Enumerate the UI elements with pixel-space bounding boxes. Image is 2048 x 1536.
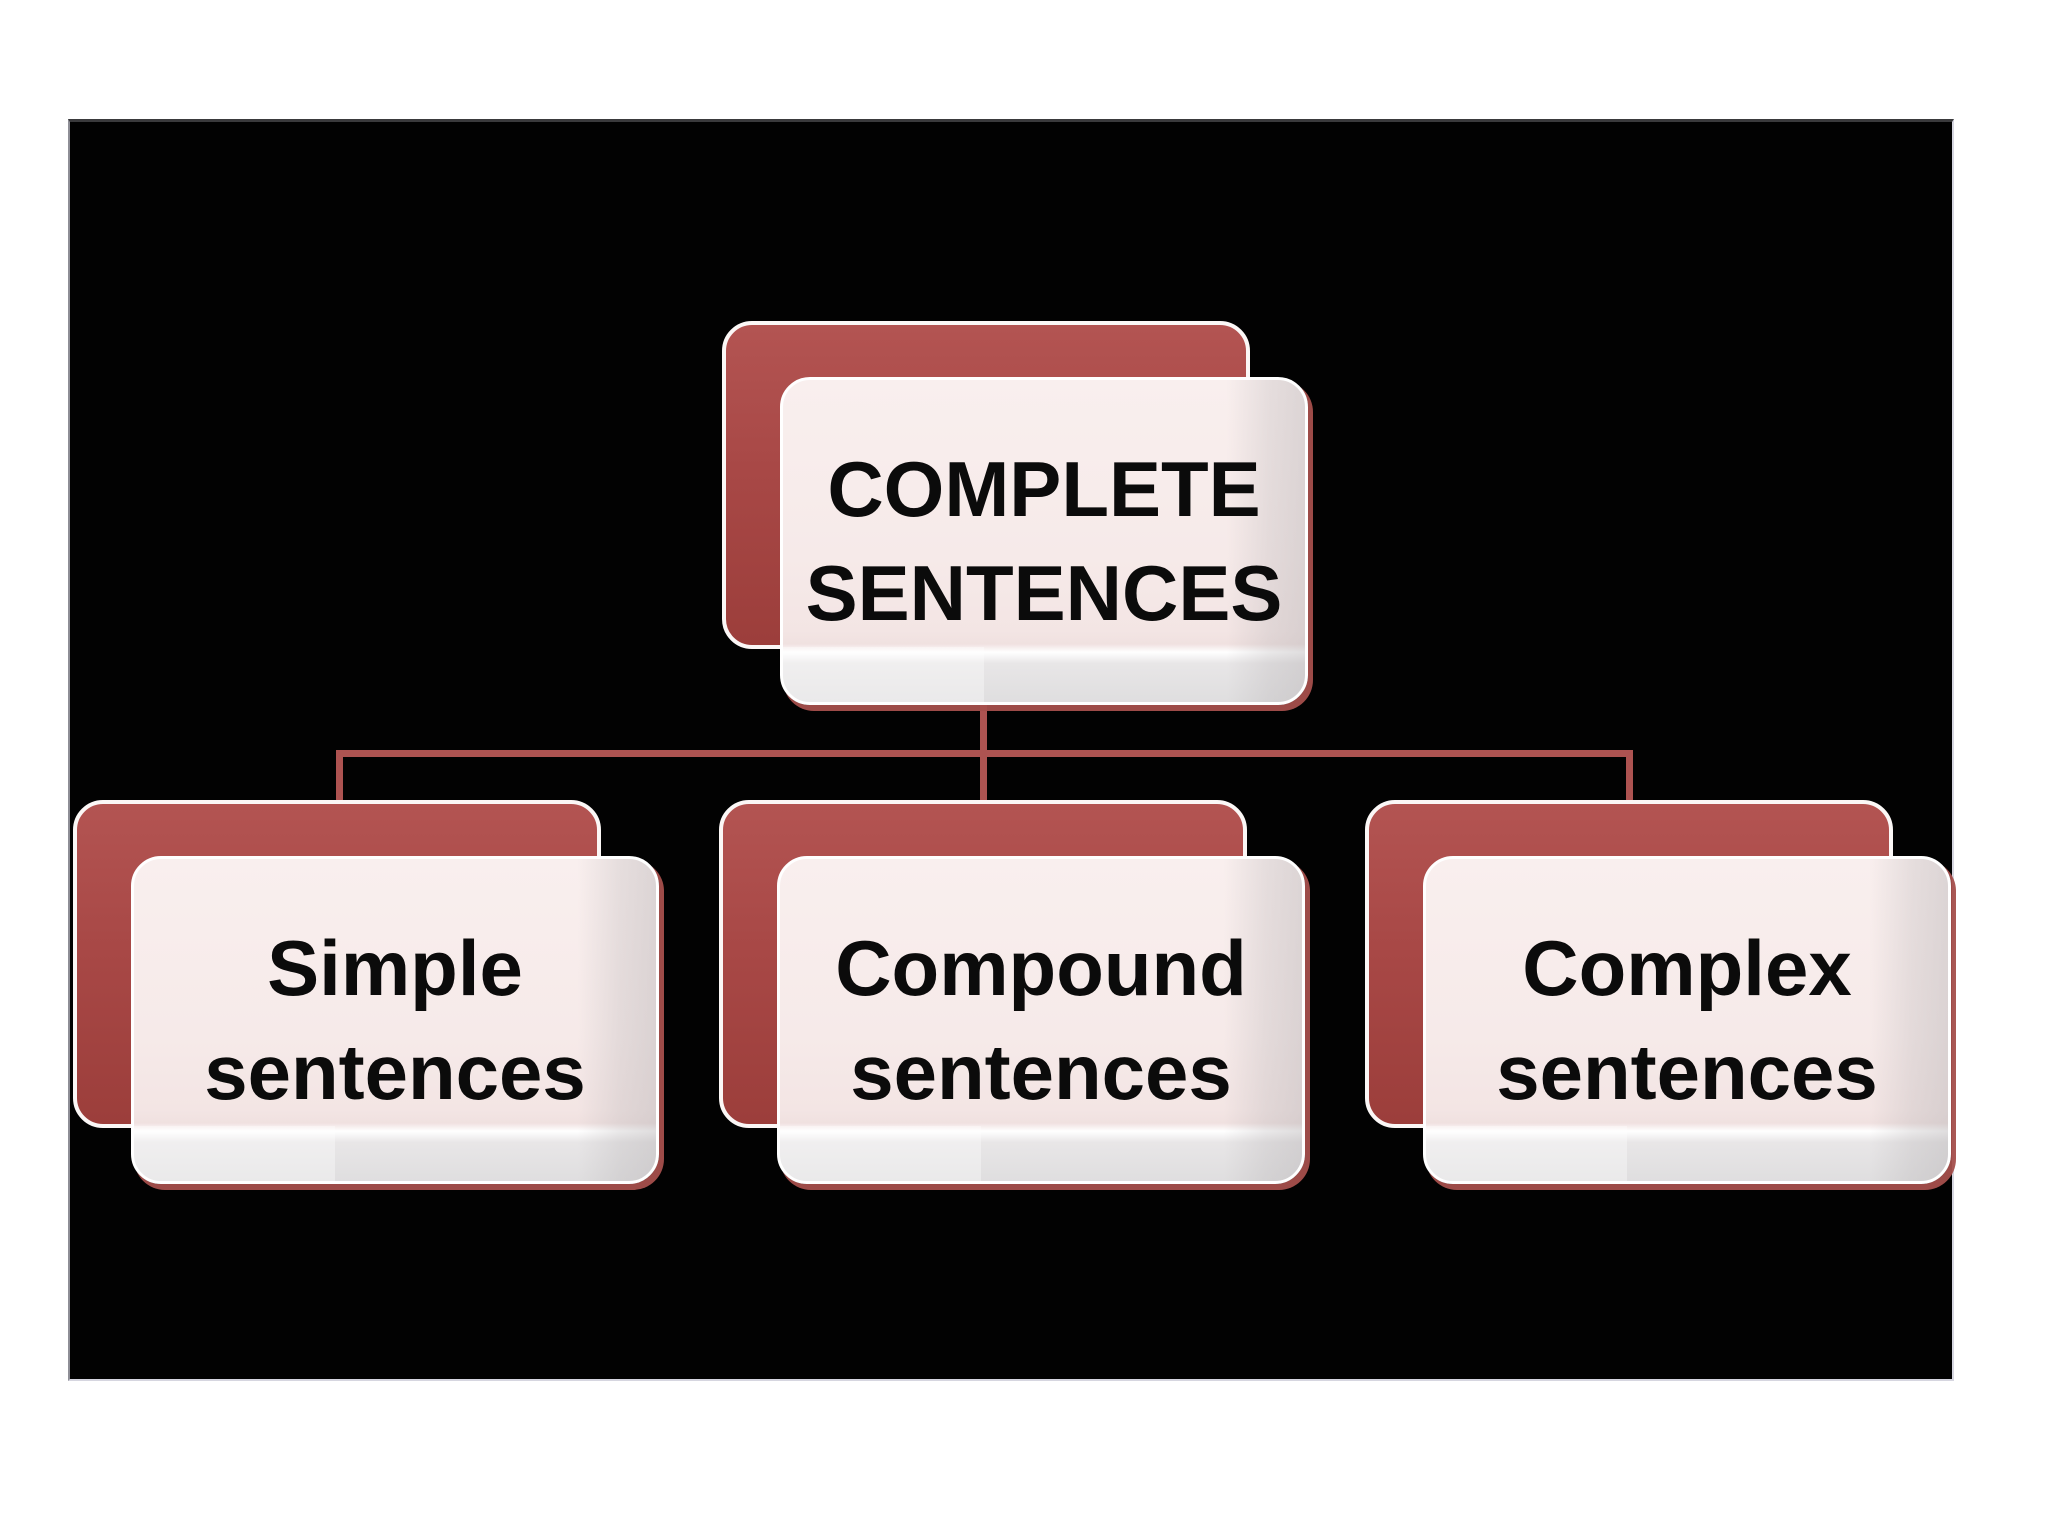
node-complete-sentences-label-line2: SENTENCES bbox=[805, 549, 1283, 637]
node-complex-sentences-label-line2: sentences bbox=[1496, 1028, 1878, 1116]
connector-drop-center bbox=[980, 750, 987, 808]
node-simple-sentences-front-panel: Simple sentences bbox=[131, 856, 659, 1184]
node-compound-sentences-front-panel: Compound sentences bbox=[777, 856, 1305, 1184]
node-complex-sentences-front-panel: Complex sentences bbox=[1423, 856, 1951, 1184]
connector-drop-right bbox=[1626, 750, 1633, 808]
node-compound-sentences: Compound sentences bbox=[719, 800, 1305, 1184]
node-complete-sentences-front-panel: COMPLETE SENTENCES bbox=[780, 377, 1308, 705]
node-simple-sentences-label-line2: sentences bbox=[204, 1028, 586, 1116]
node-compound-sentences-label-line1: Compound bbox=[835, 924, 1247, 1012]
node-complete-sentences: COMPLETE SENTENCES bbox=[722, 321, 1308, 705]
node-complex-sentences-label-line1: Complex bbox=[1522, 924, 1852, 1012]
node-compound-sentences-label-line2: sentences bbox=[850, 1028, 1232, 1116]
node-complete-sentences-label-line1: COMPLETE bbox=[827, 445, 1261, 533]
connector-drop-left bbox=[336, 750, 343, 808]
slide-canvas: COMPLETE SENTENCES Simple sentences Comp… bbox=[68, 119, 1954, 1381]
node-simple-sentences: Simple sentences bbox=[73, 800, 659, 1184]
node-simple-sentences-label-line1: Simple bbox=[267, 924, 523, 1012]
node-complex-sentences: Complex sentences bbox=[1365, 800, 1951, 1184]
